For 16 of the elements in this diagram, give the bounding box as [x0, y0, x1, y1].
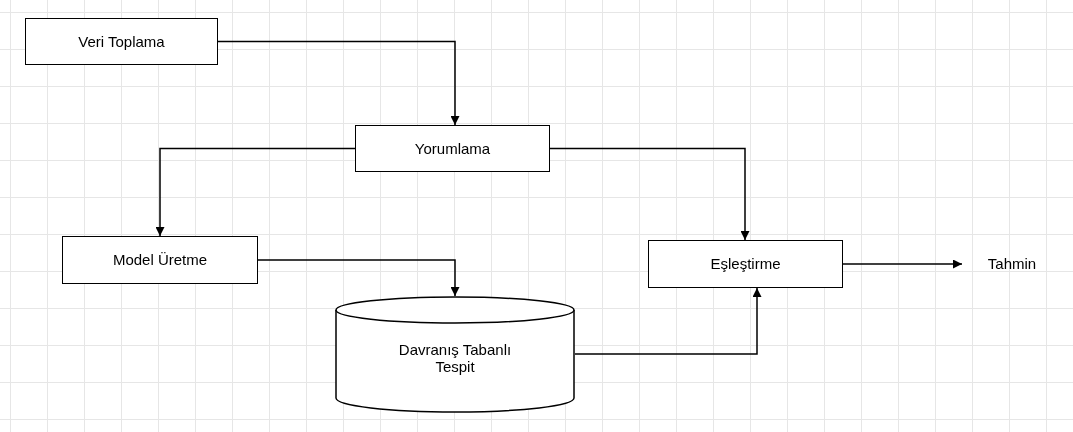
node-label: Veri Toplama — [77, 32, 166, 51]
process-box — [355, 125, 550, 172]
node-label: Yorumlama — [413, 139, 492, 158]
node-label: Tahmin — [986, 255, 1038, 273]
node-label: Eşleştirme — [709, 255, 782, 273]
process-box — [25, 18, 218, 65]
arrow — [549, 147, 750, 241]
node-label: Model Üretme — [111, 251, 209, 269]
arrow — [842, 259, 963, 269]
process-box — [648, 240, 843, 288]
arrow — [574, 287, 762, 355]
node-label: Davranış Tabanlı Tespit — [397, 340, 513, 376]
arrow — [155, 147, 356, 237]
arrow — [257, 259, 460, 297]
process-box — [62, 236, 258, 284]
arrow — [217, 40, 460, 126]
